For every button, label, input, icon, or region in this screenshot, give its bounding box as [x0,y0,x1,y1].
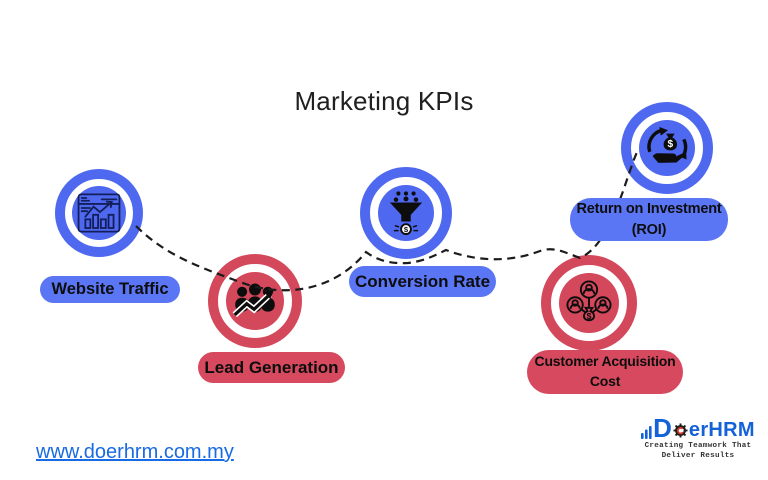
page-title: Marketing KPIs [294,86,474,116]
node-circle-return-on-investment: $ [621,102,713,194]
node-circle-customer-acquisition-cost: $ [541,255,637,351]
tagline-line1: Creating Teamwork That [644,441,752,450]
svg-text:$: $ [587,311,592,321]
label-return-on-investment: Return on Investment (ROI) [570,198,728,241]
label-text-line1: Customer Acquisition [534,353,676,370]
tagline-line2: Deliver Results [661,452,735,461]
website-url-link[interactable]: www.doerhrm.com.my [36,441,234,463]
doerhrm-logo: D erHRM Creating Teamwork That Deliver R… [634,413,762,462]
customer-cost-moneybag-icon: $ [559,273,619,333]
sales-funnel-dollar-icon: $ [378,185,434,241]
label-text-line1: Return on Investment [576,201,722,218]
node-circle-lead-generation [208,254,302,348]
node-circle-website-traffic [55,169,143,257]
doerhrm-logo-wordmark: D erHRM [634,413,762,443]
label-text: Lead Generation [204,357,339,377]
node-circle-conversion-rate: $ [360,167,452,259]
label-conversion-rate: Conversion Rate [349,266,496,297]
logo-letters-erhrm: erHRM [688,418,755,441]
gear-icon [673,423,688,438]
logo-tagline: Creating Teamwork That Deliver Results [634,441,762,462]
label-website-traffic: Website Traffic [40,276,180,303]
roi-hand-moneybag-icon: $ [639,120,695,176]
label-lead-generation: Lead Generation [198,352,345,383]
label-text-line2: (ROI) [631,221,667,238]
label-text: Conversion Rate [354,271,491,291]
logo-letter-d: D [653,413,672,443]
label-customer-acquisition-cost: Customer Acquisition Cost [527,350,683,394]
label-text-line2: Cost [589,373,621,389]
bar-chart-icon [641,424,652,439]
label-text: Website Traffic [51,280,169,298]
website-analytics-icon [72,186,126,240]
team-growth-icon [226,272,284,330]
svg-text:$: $ [668,139,674,150]
